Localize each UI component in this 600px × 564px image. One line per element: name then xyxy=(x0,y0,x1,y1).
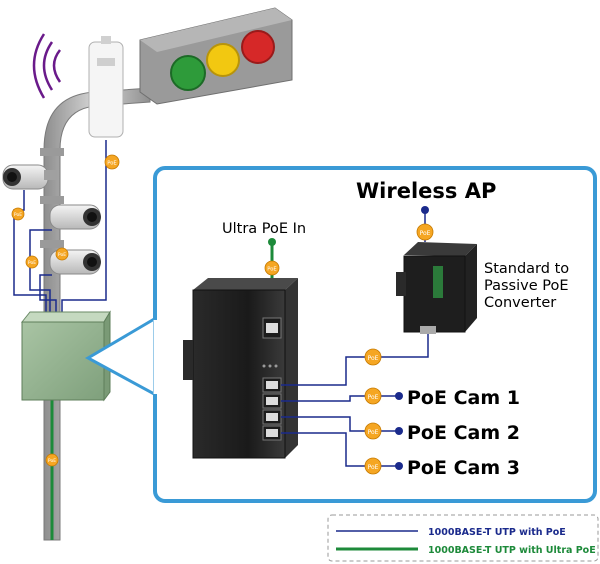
poe-badge-icon: PoE xyxy=(45,453,59,467)
wifi-waves-icon xyxy=(32,33,62,99)
poe-badge-icon: PoE xyxy=(264,260,280,276)
ultra-poe-in-label: Ultra PoE In xyxy=(222,221,306,237)
wireless-ap-icon xyxy=(88,36,124,138)
poe-badge-icon: PoE xyxy=(25,255,39,269)
poe-badge-label: PoE xyxy=(368,464,379,471)
converter-label-line1: Standard to xyxy=(484,261,569,277)
poe-badge-label: PoE xyxy=(368,355,379,362)
poe-badge-icon: PoE xyxy=(364,387,382,405)
legend: 1000BASE-T UTP with PoE 1000BASE-T UTP w… xyxy=(327,514,599,562)
wireless-ap-label: Wireless AP xyxy=(356,179,496,203)
poe-badge-label: PoE xyxy=(107,160,117,166)
poe-badge-label: PoE xyxy=(420,230,431,237)
converter-label-line3: Converter xyxy=(484,295,556,311)
poe-badge-icon: PoE xyxy=(11,207,25,221)
poe-badge-label: PoE xyxy=(48,458,56,464)
poe-cam-3-label: PoE Cam 3 xyxy=(407,457,520,479)
poe-badge-label: PoE xyxy=(267,266,277,272)
poe-badge-icon: PoE xyxy=(364,422,382,440)
poe-converter-icon xyxy=(396,242,477,334)
poe-badge-label: PoE xyxy=(368,429,379,436)
converter-label-line2: Passive PoE xyxy=(484,278,569,294)
traffic-light-icon xyxy=(139,7,293,105)
poe-badge-icon: PoE xyxy=(416,223,434,241)
poe-badge-icon: PoE xyxy=(104,154,120,170)
poe-badge-label: PoE xyxy=(58,252,66,258)
poe-badge-icon: PoE xyxy=(364,457,382,475)
poe-badge-icon: PoE xyxy=(364,348,382,366)
poe-badge-label: PoE xyxy=(28,260,36,266)
legend-poe-label: 1000BASE-T UTP with PoE xyxy=(428,527,566,538)
legend-ultra-poe-label: 1000BASE-T UTP with Ultra PoE xyxy=(428,545,596,556)
poe-badge-label: PoE xyxy=(14,212,22,218)
poe-cam-2-label: PoE Cam 2 xyxy=(407,422,520,444)
industrial-switch-icon xyxy=(183,278,298,459)
pole-cabling xyxy=(13,140,107,320)
poe-badge-icon: PoE xyxy=(55,247,69,261)
cctv-camera-icon xyxy=(2,164,101,275)
poe-cam-1-label: PoE Cam 1 xyxy=(407,387,520,409)
poe-badge-label: PoE xyxy=(368,394,379,401)
